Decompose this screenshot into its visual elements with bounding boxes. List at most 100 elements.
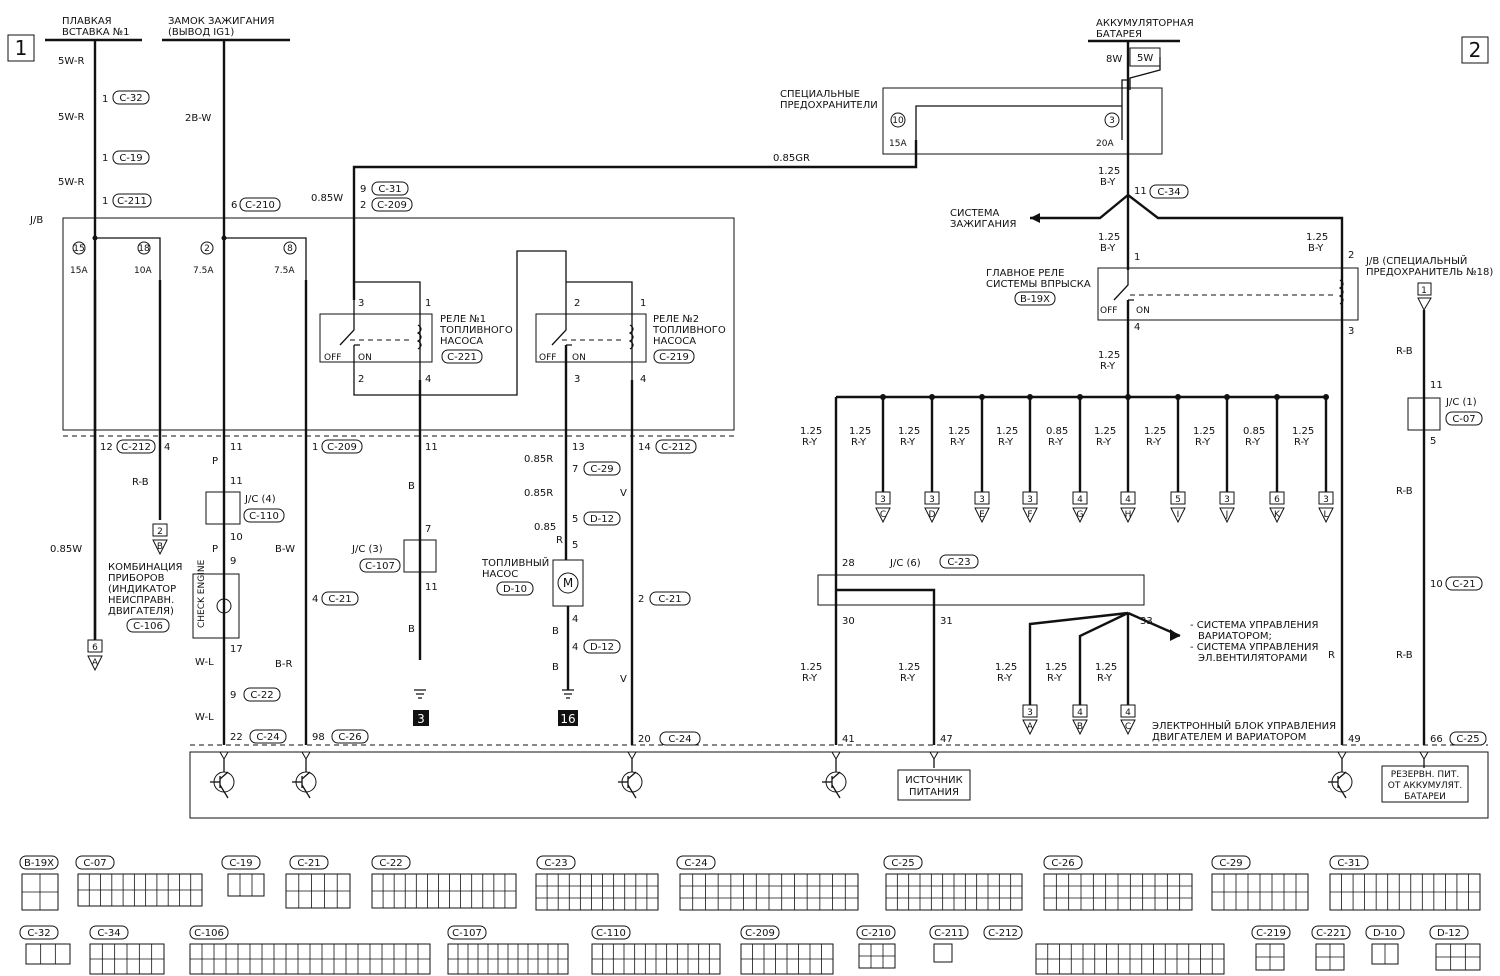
svg-text:2: 2 xyxy=(204,244,210,254)
svg-text:C-34: C-34 xyxy=(1157,187,1180,198)
svg-text:5: 5 xyxy=(572,540,578,551)
svg-text:B-19X: B-19X xyxy=(24,858,54,869)
svg-text:2: 2 xyxy=(574,298,580,309)
svg-text:ON: ON xyxy=(358,353,372,363)
svg-text:1.25: 1.25 xyxy=(1045,662,1067,673)
svg-text:СИСТЕМА: СИСТЕМА xyxy=(950,208,1000,219)
svg-text:2: 2 xyxy=(360,200,366,211)
connector-view: C-26 xyxy=(1043,855,1193,911)
svg-text:18: 18 xyxy=(138,244,150,254)
svg-text:D-10: D-10 xyxy=(1373,928,1397,939)
svg-text:W-L: W-L xyxy=(195,712,214,723)
svg-text:1.25: 1.25 xyxy=(849,426,871,437)
offpage-2-b: 2 B xyxy=(152,523,168,556)
junction-connector-1: J/C (1) C-07 xyxy=(1407,397,1483,431)
svg-text:9: 9 xyxy=(230,690,236,701)
ground-16: 16 xyxy=(558,689,578,726)
connector-d12-bottom: D-12 xyxy=(583,639,621,654)
connector-view: C-21 xyxy=(285,855,351,909)
svg-text:D-12: D-12 xyxy=(590,642,614,653)
svg-text:10: 10 xyxy=(1430,579,1443,590)
svg-text:СИСТЕМЫ ВПРЫСКА: СИСТЕМЫ ВПРЫСКА xyxy=(986,279,1091,290)
svg-text:A: A xyxy=(1027,722,1034,732)
junction-block xyxy=(62,217,735,431)
svg-text:5W-R: 5W-R xyxy=(58,112,84,123)
svg-text:1.25: 1.25 xyxy=(1193,426,1215,437)
connector-view: D-12 xyxy=(1429,925,1481,971)
connector-c31: C-31 xyxy=(371,181,409,196)
power-source-box: ИСТОЧНИК ПИТАНИЯ xyxy=(897,769,971,801)
offpage-6-a: 6 A xyxy=(87,639,103,672)
connector-view: C-209 xyxy=(740,925,834,975)
svg-text:C-31: C-31 xyxy=(378,184,401,195)
svg-text:13: 13 xyxy=(572,442,585,453)
svg-text:ЗАМОК ЗАЖИГАНИЯ: ЗАМОК ЗАЖИГАНИЯ xyxy=(168,16,274,27)
svg-text:ЗАЖИГАНИЯ: ЗАЖИГАНИЯ xyxy=(950,219,1016,230)
svg-text:3: 3 xyxy=(929,495,935,505)
svg-text:1.25: 1.25 xyxy=(1095,662,1117,673)
svg-text:C-21: C-21 xyxy=(658,594,681,605)
injector-branch: 1.25R-Y4H xyxy=(1094,394,1136,524)
connector-c212-right: C-212 xyxy=(655,439,697,454)
svg-text:15: 15 xyxy=(73,244,84,254)
svg-text:R-Y: R-Y xyxy=(1048,437,1064,448)
svg-text:D-12: D-12 xyxy=(1437,928,1461,939)
svg-text:7.5A: 7.5A xyxy=(274,266,295,276)
connector-c26: C-26 xyxy=(331,729,369,744)
connector-view: C-212 xyxy=(983,925,1225,975)
svg-text:R-Y: R-Y xyxy=(900,437,916,448)
svg-text:1.25: 1.25 xyxy=(1306,232,1328,243)
svg-text:R-Y: R-Y xyxy=(998,437,1014,448)
connector-c210: C-210 xyxy=(239,197,281,212)
svg-text:(ВЫВОД IG1): (ВЫВОД IG1) xyxy=(168,27,234,38)
svg-text:C-22: C-22 xyxy=(250,690,273,701)
connector-view: C-19 xyxy=(221,855,265,897)
svg-text:C-219: C-219 xyxy=(659,352,689,363)
connector-view: C-106 xyxy=(189,925,431,975)
connector-c209-mid: C-209 xyxy=(321,439,363,454)
svg-text:11: 11 xyxy=(1430,380,1443,391)
svg-text:10: 10 xyxy=(892,116,904,126)
svg-text:C-106: C-106 xyxy=(194,928,224,939)
svg-text:10A: 10A xyxy=(134,266,152,276)
svg-text:1.25: 1.25 xyxy=(1098,232,1120,243)
svg-text:9: 9 xyxy=(230,556,236,567)
svg-text:8W: 8W xyxy=(1106,54,1122,65)
svg-text:B-Y: B-Y xyxy=(1100,177,1116,188)
ground-3: 3 xyxy=(413,689,429,726)
svg-text:4: 4 xyxy=(640,374,646,385)
svg-text:A: A xyxy=(92,658,99,668)
cvt-systems-label: - СИСТЕМА УПРАВЛЕНИЯ ВАРИАТОРОМ; - СИСТЕ… xyxy=(1190,620,1318,664)
svg-text:5: 5 xyxy=(572,514,578,525)
svg-text:3: 3 xyxy=(1323,495,1329,505)
svg-text:R: R xyxy=(1328,650,1335,661)
injector-branch: 1.25R-Y3D xyxy=(898,394,940,524)
svg-text:3: 3 xyxy=(358,298,364,309)
ecu-transistor xyxy=(210,751,235,799)
svg-text:C-110: C-110 xyxy=(249,511,279,522)
svg-text:2B-W: 2B-W xyxy=(185,113,211,124)
svg-text:12: 12 xyxy=(100,442,113,453)
svg-text:2: 2 xyxy=(358,374,364,385)
svg-text:ВСТАВКА №1: ВСТАВКА №1 xyxy=(62,27,130,38)
svg-text:B: B xyxy=(552,626,559,637)
injector-branch: 1.25R-Y3F xyxy=(996,394,1038,524)
svg-text:(ИНДИКАТОР: (ИНДИКАТОР xyxy=(108,584,176,595)
svg-text:B-Y: B-Y xyxy=(1308,243,1324,254)
page-marker-right: 2 xyxy=(1461,36,1489,64)
svg-text:C-21: C-21 xyxy=(1452,579,1475,590)
svg-text:9: 9 xyxy=(360,184,366,195)
svg-text:B: B xyxy=(408,624,415,635)
connector-c209-top: C-209 xyxy=(371,197,413,212)
svg-text:C-26: C-26 xyxy=(338,732,361,743)
svg-text:C-29: C-29 xyxy=(590,464,613,475)
svg-text:D-12: D-12 xyxy=(590,514,614,525)
svg-text:C-106: C-106 xyxy=(133,621,163,632)
connector-view: C-24 xyxy=(676,855,859,911)
connector-c22: C-22 xyxy=(243,687,281,702)
svg-text:G: G xyxy=(1077,510,1084,520)
svg-text:4: 4 xyxy=(425,374,431,385)
svg-text:ПРИБОРОВ: ПРИБОРОВ xyxy=(108,573,165,584)
connector-view: C-107 xyxy=(447,925,569,975)
